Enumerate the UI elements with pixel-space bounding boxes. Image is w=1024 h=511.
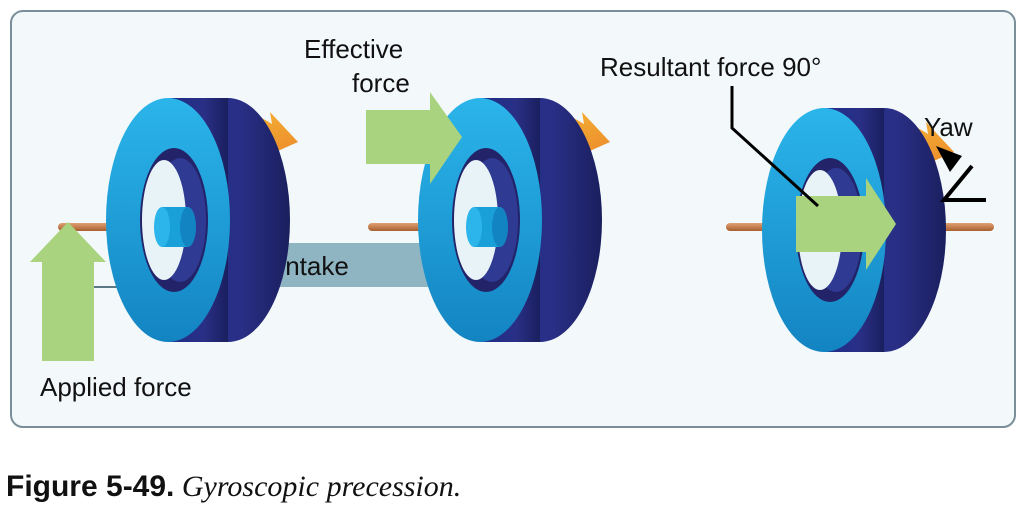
effective-force-label-line2: force (352, 68, 410, 98)
resultant-force-arrow-icon (796, 178, 896, 270)
figure-number: Figure 5-49. (6, 470, 175, 503)
intake-label: Intake (278, 251, 349, 281)
yaw-label: Yaw (924, 112, 973, 142)
yaw-arrow-icon (936, 146, 986, 202)
resultant-force-leader-line (730, 86, 820, 208)
figure-caption: Figure 5-49. Gyroscopic precession. (6, 470, 461, 504)
effective-force-arrow-icon (366, 92, 462, 184)
applied-force-label: Applied force (40, 372, 192, 402)
resultant-force-label: Resultant force 90° (600, 52, 821, 82)
applied-force-arrow-icon (30, 222, 106, 361)
figure-title: Gyroscopic precession. (181, 470, 462, 503)
effective-force-label-line1: Effective (304, 34, 403, 64)
gyro-wheel-left (106, 98, 298, 342)
